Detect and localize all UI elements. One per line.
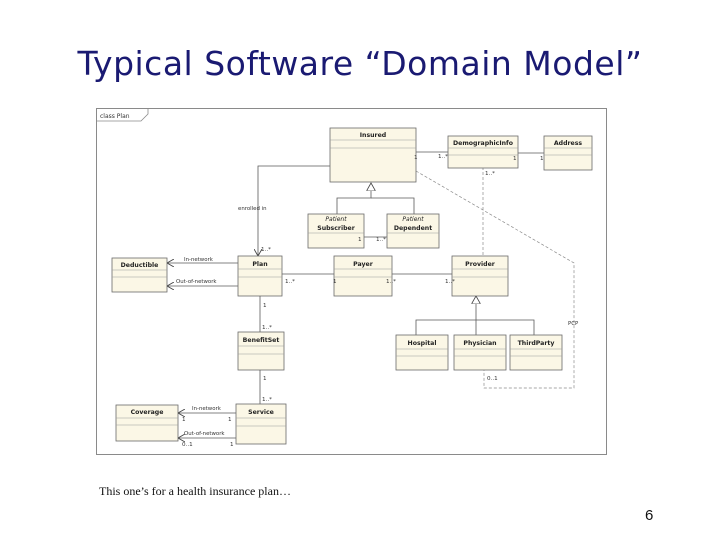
frame-tab <box>96 108 149 122</box>
class-physician-name: Physician <box>463 340 496 347</box>
class-insured-name: Insured <box>360 132 386 139</box>
mult-payer-provider: 1..* <box>386 279 396 285</box>
edge-dependent-gen <box>371 197 415 214</box>
class-plan-name: Plan <box>252 261 267 268</box>
class-address-name: Address <box>554 140 583 147</box>
mult-benefit-service-many: 1..* <box>262 397 272 403</box>
class-physician: Physician <box>453 334 507 371</box>
class-benefit-set: BenefitSet <box>237 331 285 371</box>
class-dependent-stereotype: Patient <box>402 216 424 223</box>
class-service-name: Service <box>248 409 274 416</box>
class-demographic-info: DemographicInfo <box>447 135 519 169</box>
mult-service-in-2: 1 <box>182 417 186 423</box>
class-payer-name: Payer <box>353 261 374 268</box>
class-third-party: ThirdParty <box>509 334 563 371</box>
class-coverage: Coverage <box>115 404 179 442</box>
role-pcp: PCP <box>568 321 579 327</box>
slide-title: Typical Software “Domain Model” <box>77 44 643 83</box>
mult-payer-plan: 1 <box>333 279 337 285</box>
edge-enrolled-in <box>258 165 330 256</box>
mult-plan-enrolled: 1..* <box>261 247 271 253</box>
mult-service-out-01: 0..1 <box>182 442 193 448</box>
class-provider: Provider <box>451 255 509 297</box>
class-insured: Insured <box>329 127 417 183</box>
class-subscriber-name: Subscriber <box>317 225 355 232</box>
role-enrolled-in: enrolled in <box>238 206 267 212</box>
class-deductible-name: Deductible <box>121 262 159 269</box>
mult-benefit-service-1: 1 <box>263 376 267 382</box>
role-in-network-service: In-network <box>192 406 222 412</box>
role-out-of-network-plan: Out-of-network <box>176 279 217 285</box>
class-subscriber: Patient Subscriber <box>307 213 365 249</box>
class-hospital-name: Hospital <box>408 340 437 347</box>
class-dependent: Patient Dependent <box>386 213 440 249</box>
edge-provider-gen-bar <box>415 319 535 340</box>
class-deductible: Deductible <box>111 257 168 293</box>
class-hospital: Hospital <box>395 334 449 371</box>
role-out-of-network-service: Out-of-network <box>184 431 225 437</box>
mult-service-out-1: 1 <box>230 442 234 448</box>
class-address: Address <box>543 135 593 171</box>
class-dependent-name: Dependent <box>394 225 432 232</box>
edge-pcp <box>415 170 575 389</box>
mult-insured-demo: 1 <box>414 155 418 161</box>
frame-label: class Plan <box>100 113 130 120</box>
edge-subscriber-gen <box>336 183 371 214</box>
class-payer: Payer <box>333 255 393 297</box>
class-plan: Plan <box>237 255 283 297</box>
class-demographic-info-name: DemographicInfo <box>453 140 513 147</box>
class-service: Service <box>235 403 287 445</box>
class-third-party-name: ThirdParty <box>518 340 555 347</box>
mult-physician-pcp: 0..1 <box>487 376 498 382</box>
uml-class-diagram: class Plan Insured DemographicInfo <box>96 108 610 458</box>
mult-provider-payer: 1..* <box>445 279 455 285</box>
class-subscriber-stereotype: Patient <box>325 216 347 223</box>
mult-plan-payer: 1..* <box>285 279 295 285</box>
mult-plan-benefit-1: 1 <box>263 303 267 309</box>
slide-caption: This one’s for a health insurance plan… <box>99 484 291 498</box>
role-in-network-plan: In-network <box>184 257 214 263</box>
mult-demo-provider: 1..* <box>485 171 495 177</box>
mult-demo-address: 1 <box>513 156 517 162</box>
mult-plan-benefit-many: 1..* <box>262 325 272 331</box>
mult-subscriber-dependent-1: 1 <box>358 237 362 243</box>
class-coverage-name: Coverage <box>131 409 164 416</box>
mult-address-demo: 1 <box>540 156 544 162</box>
mult-subscriber-dependent-many: 1..* <box>376 237 386 243</box>
uml-diagram-svg: class Plan Insured DemographicInfo <box>96 108 607 455</box>
mult-demo-insured: 1..* <box>438 154 448 160</box>
class-benefit-set-name: BenefitSet <box>243 337 280 344</box>
page-number: 6 <box>645 507 654 524</box>
mult-service-in-1: 1 <box>228 417 232 423</box>
class-provider-name: Provider <box>465 261 496 268</box>
